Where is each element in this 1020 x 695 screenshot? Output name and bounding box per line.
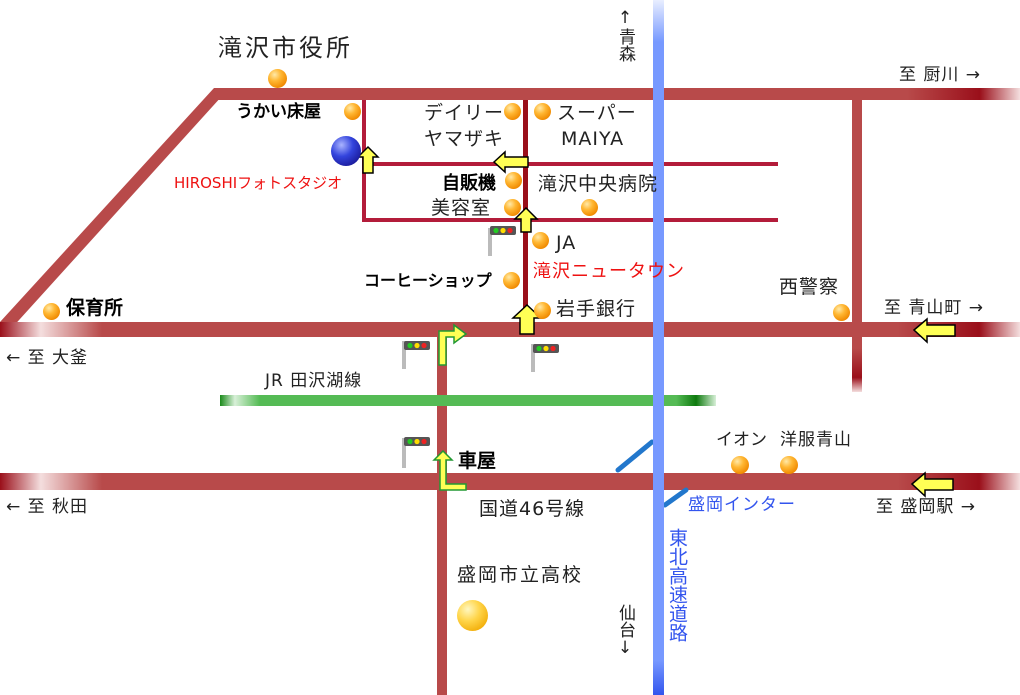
landmark-dot bbox=[534, 302, 551, 319]
route-arrow-turn-up-icon bbox=[432, 449, 467, 491]
direction-akita: ← 至 秋田 bbox=[6, 497, 89, 517]
landmark-dot bbox=[534, 103, 551, 120]
route-arrow-left-icon bbox=[912, 317, 956, 344]
route-arrow-left-icon bbox=[910, 471, 954, 498]
traffic-light-icon bbox=[402, 341, 430, 369]
coffee-shop-label: コーヒーショップ bbox=[364, 271, 492, 290]
super-maiya-label-2: MAIYA bbox=[561, 128, 625, 150]
landmark-dot bbox=[43, 303, 60, 320]
city-hall-label: 滝沢市役所 bbox=[218, 34, 353, 62]
landmark-dot bbox=[780, 456, 798, 474]
nursery-label: 保育所 bbox=[66, 297, 124, 319]
aeon-label: イオン bbox=[716, 430, 767, 450]
route-arrow-left-icon bbox=[492, 150, 529, 174]
landmark-dot bbox=[504, 103, 521, 120]
kurumaya-label: 車屋 bbox=[458, 450, 497, 472]
studio-label[interactable]: HIROSHIフォトスタジオ bbox=[174, 174, 343, 192]
beauty-salon-label: 美容室 bbox=[431, 197, 492, 219]
landmark-dot bbox=[504, 199, 521, 216]
police-label: 西警察 bbox=[779, 276, 840, 298]
route-arrow-up-icon bbox=[513, 206, 539, 233]
landmark-dot bbox=[532, 232, 549, 249]
direction-aomori: ↑青森 bbox=[615, 8, 635, 62]
direction-aoyamacho: 至 青山町 → bbox=[884, 298, 985, 318]
route46-label: 国道46号線 bbox=[479, 498, 586, 520]
route-arrow-up-icon bbox=[356, 145, 380, 174]
landmark-dot bbox=[581, 199, 598, 216]
daily-yamazaki-label-1: デイリー bbox=[424, 102, 505, 124]
landmark-dot bbox=[503, 272, 520, 289]
iwate-bank-label: 岩手銀行 bbox=[556, 298, 637, 320]
landmark-dot bbox=[344, 103, 361, 120]
super-maiya-label-1: スーパー bbox=[557, 102, 637, 124]
traffic-light-icon bbox=[402, 437, 430, 468]
aoyama-label: 洋服青山 bbox=[780, 430, 852, 450]
direction-morioka-station: 至 盛岡駅 → bbox=[876, 497, 977, 517]
barber-label: うかい床屋 bbox=[236, 102, 321, 122]
landmark-dot bbox=[833, 304, 850, 321]
studio-marker-icon[interactable] bbox=[331, 136, 361, 166]
direction-sendai: 仙台↓ bbox=[615, 604, 635, 658]
route-arrow-turn-right-icon bbox=[438, 323, 468, 366]
landmark-dot bbox=[268, 69, 287, 88]
landmark-dot bbox=[505, 172, 522, 189]
landmark-dot bbox=[731, 456, 749, 474]
new-town-label: 滝沢ニュータウン bbox=[533, 261, 685, 282]
traffic-light-icon bbox=[531, 344, 559, 372]
traffic-light-icon bbox=[488, 226, 516, 256]
school-marker-icon[interactable] bbox=[457, 600, 488, 631]
morioka-ic-label: 盛岡インター bbox=[688, 495, 796, 515]
railway-label: JR 田沢湖線 bbox=[265, 371, 363, 391]
direction-ogama: ← 至 大釜 bbox=[6, 348, 89, 368]
ja-label: JA bbox=[556, 232, 577, 254]
hospital-label: 滝沢中央病院 bbox=[538, 173, 659, 195]
vending-machine-label: 自販機 bbox=[442, 173, 496, 194]
expressway-label: 東北高速道路 bbox=[666, 528, 688, 642]
high-school-label: 盛岡市立高校 bbox=[457, 564, 584, 586]
direction-kuriyagawa: 至 厨川 → bbox=[899, 65, 982, 85]
daily-yamazaki-label-2: ヤマザキ bbox=[424, 128, 505, 150]
